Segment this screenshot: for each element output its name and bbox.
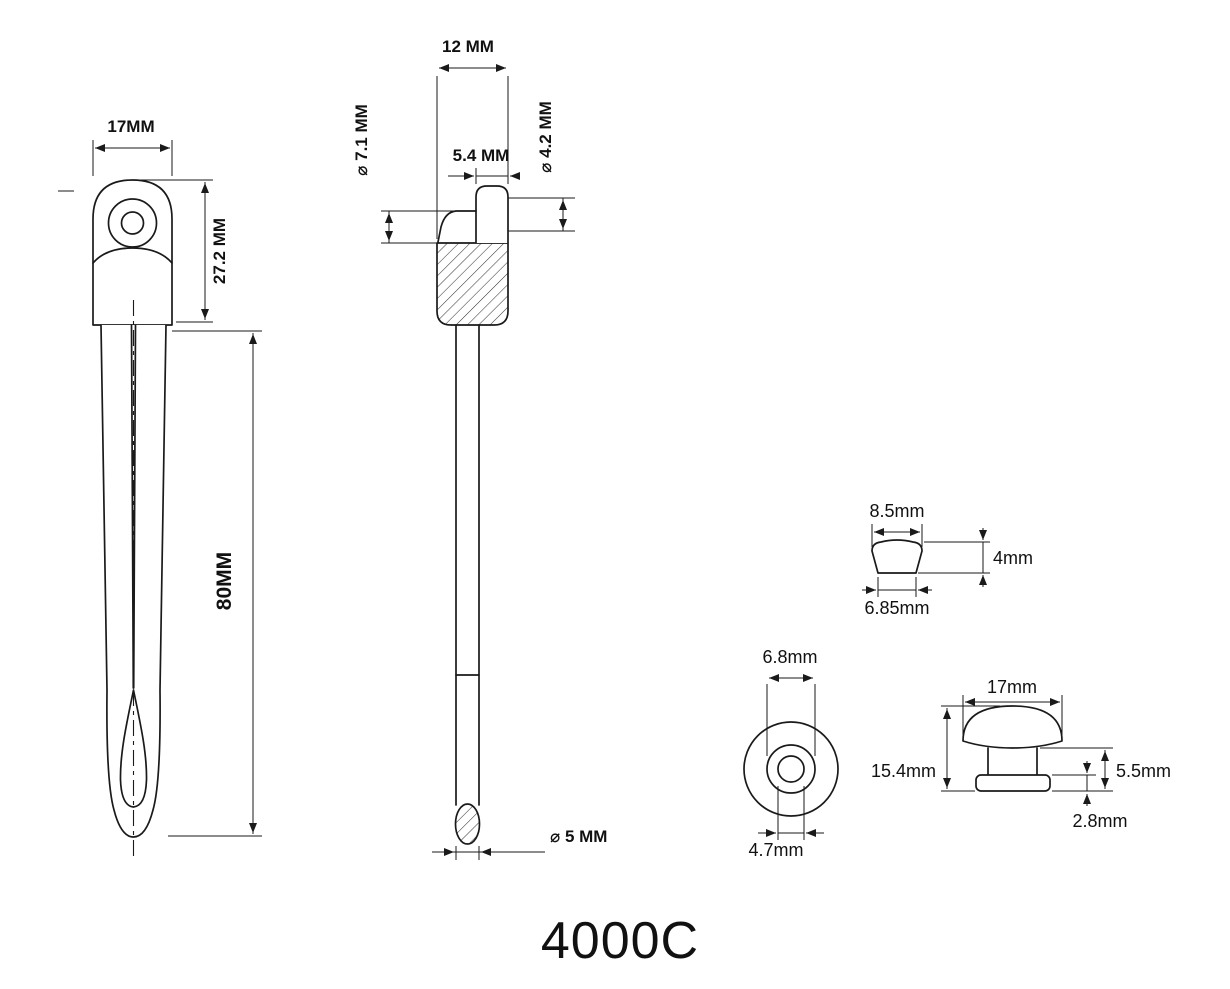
front-length-label: 80MM <box>213 552 236 610</box>
dim-side-shaft-dia: ⌀ 5 MM <box>432 827 607 860</box>
side-view: 12 MM 5.4 MM ⌀ 7.1 MM ⌀ 4.2 MM <box>352 37 607 860</box>
dim-side-tab-width: 5.4 MM <box>448 146 520 184</box>
top-inner-dia-label: 4.7mm <box>748 840 803 860</box>
head-tab-outline <box>475 185 509 243</box>
eyelet-inner-circle <box>120 211 145 235</box>
head-hook-notch <box>437 210 477 243</box>
cap-height-label: 4mm <box>993 548 1033 568</box>
front-view: 17MM 27.2 MM 80MM <box>58 117 262 858</box>
side-depth-label: 12 MM <box>442 37 494 56</box>
dim-side-eye-dia: ⌀ 4.2 MM <box>508 101 575 232</box>
cap-bottom-width-label: 6.85mm <box>864 598 929 618</box>
dim-top-inner-dia: 4.7mm <box>748 786 824 860</box>
dim-cap-top-width: 8.5mm <box>869 501 925 547</box>
dim-side-hook-dia: ⌀ 7.1 MM <box>352 104 456 244</box>
side-eye-dia-label: ⌀ 4.2 MM <box>536 101 555 173</box>
shaft-tip-section <box>454 803 481 845</box>
cap-outline <box>871 539 923 574</box>
button-inner-circle <box>777 755 805 783</box>
dim-top-outer-dia: 6.8mm <box>762 647 818 756</box>
pin-loop-hole <box>119 689 148 808</box>
pin-slot-left-line <box>130 324 135 689</box>
stud-total-height-label: 15.4mm <box>871 761 936 781</box>
dim-side-depth: 12 MM <box>436 37 509 239</box>
side-tab-width-label: 5.4 MM <box>453 146 510 165</box>
dim-stud-width: 17mm <box>962 677 1063 737</box>
front-width-label: 17MM <box>107 117 154 136</box>
side-shaft-dia-label: ⌀ 5 MM <box>550 827 607 846</box>
stud-lower-height-label: 5.5mm <box>1116 761 1171 781</box>
product-code-title: 4000C <box>541 912 699 970</box>
cap-top-width-label: 8.5mm <box>869 501 924 521</box>
dim-cap-height: 4mm <box>918 528 1033 587</box>
front-head-height-label: 27.2 MM <box>210 218 229 284</box>
dim-front-width: 17MM <box>92 117 173 176</box>
head-section-block <box>436 242 509 326</box>
dim-cap-bottom-width: 6.85mm <box>862 577 932 618</box>
dim-stud-total-height: 15.4mm <box>871 705 1000 792</box>
button-base-flange <box>975 774 1051 792</box>
button-side-view: 17mm 15.4mm 5.5mm 2.8mm <box>871 677 1171 831</box>
stud-base-height-label: 2.8mm <box>1072 811 1127 831</box>
button-head-outline <box>962 705 1063 749</box>
stud-width-label: 17mm <box>987 677 1037 697</box>
cap-detail: 8.5mm 4mm 6.85mm <box>862 501 1033 618</box>
pin-head-inner-arc <box>92 247 173 264</box>
dim-stud-base-height: 2.8mm <box>1052 761 1128 831</box>
button-top-view: 6.8mm 4.7mm <box>743 647 839 860</box>
dim-front-length: 80MM <box>168 330 262 837</box>
pin-slot-right-line <box>132 324 137 689</box>
dim-front-head-height: 27.2 MM <box>140 179 229 323</box>
side-hook-dia-label: ⌀ 7.1 MM <box>352 104 371 176</box>
dim-stud-lower-height: 5.5mm <box>1040 747 1171 792</box>
top-outer-dia-label: 6.8mm <box>762 647 817 667</box>
